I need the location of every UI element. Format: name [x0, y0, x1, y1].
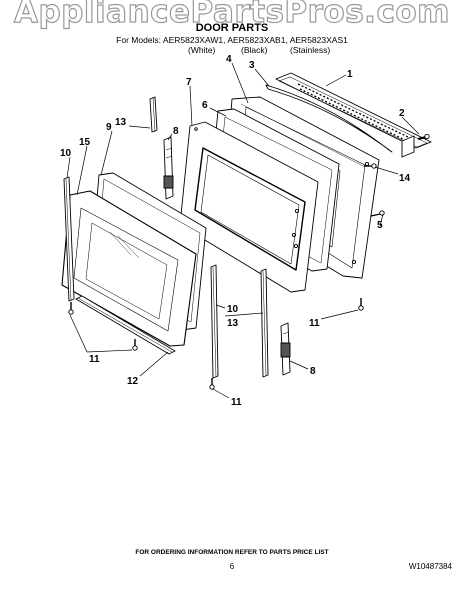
- part-15-outer-glass: [61, 190, 197, 347]
- leader-lines: [66, 62, 420, 399]
- ordering-note: FOR ORDERING INFORMATION REFER TO PARTS …: [135, 549, 329, 556]
- model-list: For Models: AER5823XAW1, AER5823XAB1, AE…: [116, 35, 348, 45]
- part-7-inner-door: [179, 121, 319, 293]
- callout-11-right: 11: [309, 318, 320, 329]
- callout-12: 12: [127, 376, 139, 387]
- screw-11-lower-icon: [209, 378, 215, 390]
- callout-3: 3: [249, 60, 255, 71]
- callout-5: 5: [377, 220, 383, 231]
- callout-15: 15: [79, 137, 91, 148]
- callout-14: 14: [399, 173, 411, 184]
- callout-7: 7: [186, 77, 192, 88]
- document-number: W10487384: [408, 562, 452, 571]
- part-8-hinge-lower: [280, 322, 291, 376]
- part-8-hinge-upper: [163, 136, 174, 200]
- variant-stainless: (Stainless): [290, 45, 331, 55]
- variant-white: (White): [188, 45, 216, 55]
- callout-11-left: 11: [89, 354, 100, 365]
- callout-9: 9: [106, 122, 112, 133]
- part-1-vent-trim: [275, 72, 432, 158]
- callout-10: 10: [60, 148, 72, 159]
- callout-13: 13: [115, 117, 127, 128]
- variant-black: (Black): [241, 45, 268, 55]
- screw-5-icon: [370, 210, 385, 217]
- watermark-text: AppliancePartsPros.com: [13, 0, 450, 31]
- screw-11-right-icon: [358, 298, 364, 311]
- part-12-bottom-trim: [75, 295, 176, 355]
- callout-6: 6: [202, 100, 208, 111]
- part-13-hinge-rail-right: [260, 268, 269, 378]
- callout-numbers: 1 2 3 4 5 6 7 8 9 10 11 12 13 14 15 11 1…: [60, 54, 411, 408]
- callout-11-bottom: 11: [231, 397, 242, 408]
- callout-2: 2: [399, 108, 405, 119]
- callout-8: 8: [173, 126, 179, 137]
- part-13-hinge-rail-left: [149, 96, 158, 133]
- color-variants: (White) (Black) (Stainless): [0, 45, 464, 57]
- callout-8-lower: 8: [310, 366, 316, 377]
- callout-1: 1: [347, 69, 353, 80]
- part-10-side-trim-right: [210, 264, 219, 379]
- screw-11-left-icon: [68, 302, 74, 315]
- callout-4: 4: [226, 54, 232, 65]
- part-2-screw: [417, 133, 430, 140]
- screw-11-bottom-icon: [132, 339, 138, 351]
- page-title: DOOR PARTS: [195, 22, 269, 34]
- callout-13-right: 13: [227, 318, 239, 329]
- part-3-vent-tube: [265, 84, 393, 153]
- callout-10-right: 10: [227, 304, 239, 315]
- page-number: 6: [229, 562, 235, 571]
